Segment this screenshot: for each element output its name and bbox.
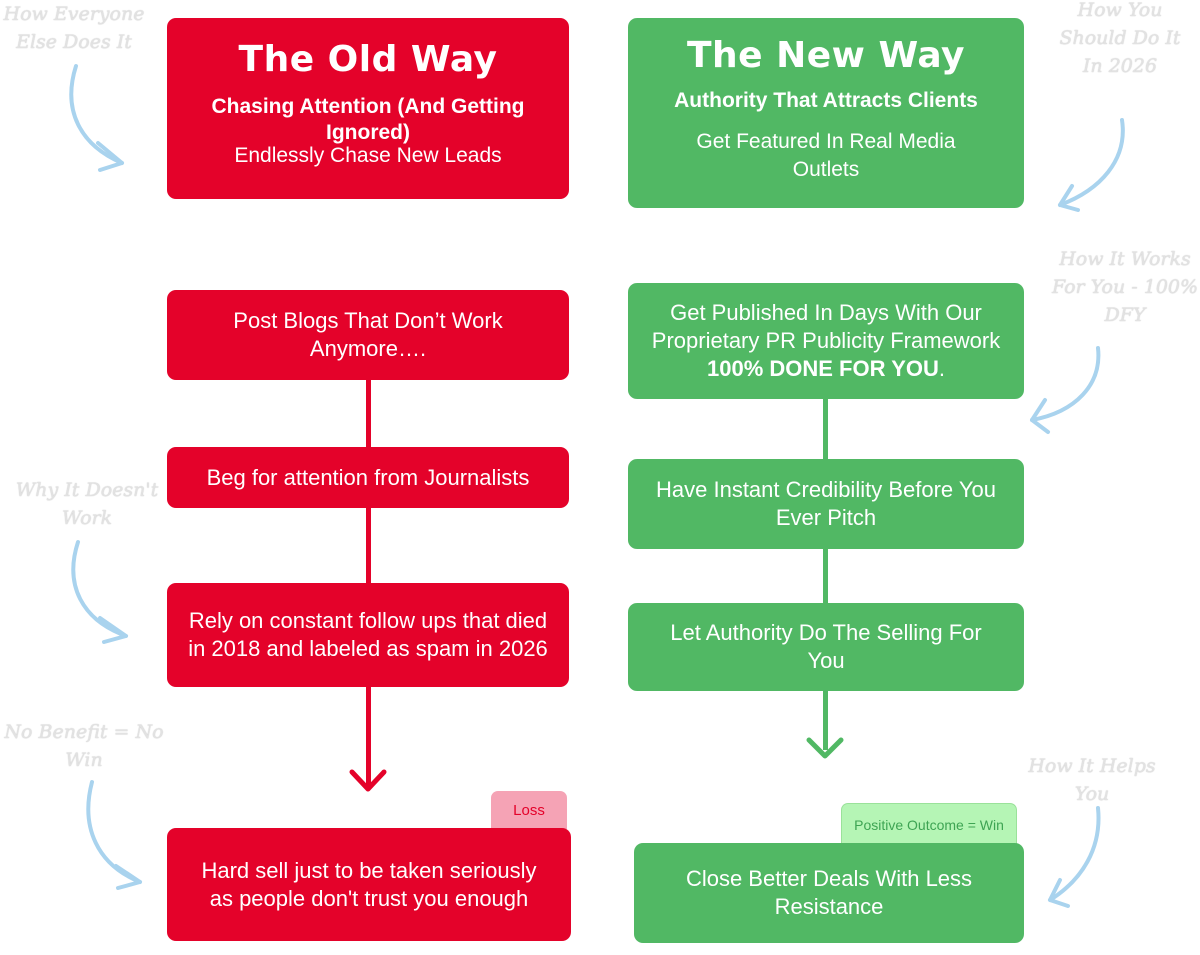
note-why-not: Why It Doesn't Work bbox=[15, 479, 159, 529]
curved-arrow-icon bbox=[1048, 806, 1101, 902]
old-step-1: Post Blogs That Don’t Work Anymore…. bbox=[167, 290, 569, 380]
new-connector-3 bbox=[823, 690, 828, 750]
new-step-1-end: . bbox=[938, 356, 945, 381]
new-step-1-bold: 100% DONE FOR YOU bbox=[706, 356, 939, 381]
new-step-1: Get Published In Days With Our Proprieta… bbox=[628, 283, 1024, 399]
win-tag-label: Positive Outcome = Win bbox=[854, 816, 1004, 833]
new-step-1-plain: Get Published In Days With Our Proprieta… bbox=[651, 300, 1001, 353]
win-tag: Positive Outcome = Win bbox=[841, 803, 1017, 845]
old-step-1-text: Post Blogs That Don’t Work Anymore…. bbox=[233, 308, 503, 361]
new-way-subtitle: Authority That Attracts Clients bbox=[674, 89, 978, 112]
curved-arrow-icon bbox=[96, 141, 124, 172]
curved-arrow-icon bbox=[1030, 346, 1101, 422]
old-step-3-text: Rely on constant follow ups that died in… bbox=[188, 608, 548, 661]
note-how-you: How You Should Do It In 2026 bbox=[1059, 0, 1181, 77]
loss-tag: Loss bbox=[491, 791, 567, 829]
curved-arrow-icon bbox=[69, 64, 124, 165]
loss-tag-label: Loss bbox=[513, 801, 545, 819]
new-step-1-text: Get Published In Days With Our Proprieta… bbox=[646, 299, 1006, 383]
note-no-benefit: No Benefit = No Win bbox=[4, 721, 164, 771]
old-way-title: The Old Way bbox=[238, 39, 498, 80]
curved-arrow-icon bbox=[71, 540, 128, 638]
note-how-works: How It Works For You - 100% DFY bbox=[1051, 248, 1199, 326]
new-outcome-text: Close Better Deals With Less Resistance bbox=[685, 866, 973, 919]
new-step-3: Let Authority Do The Selling For You bbox=[628, 603, 1024, 691]
curved-arrow-icon bbox=[86, 780, 142, 884]
curved-arrow-icon bbox=[1058, 118, 1125, 207]
new-way-tagline: Get Featured In Real Media Outlets bbox=[696, 130, 956, 181]
old-connector-2 bbox=[366, 508, 371, 584]
new-connector-1 bbox=[823, 399, 828, 461]
note-how-helps: How It Helps You bbox=[1028, 755, 1156, 805]
old-step-2: Beg for attention from Journalists bbox=[167, 447, 569, 508]
new-step-2-text: Have Instant Credibility Before You Ever… bbox=[656, 477, 996, 530]
old-step-3: Rely on constant follow ups that died in… bbox=[167, 583, 569, 687]
old-way-subtitle: Chasing Attention (And Getting Ignored) bbox=[211, 95, 525, 144]
curved-arrow-icon bbox=[1048, 878, 1070, 908]
old-outcome-text: Hard sell just to be taken seriously as … bbox=[201, 857, 537, 911]
curved-arrow-icon bbox=[1030, 398, 1050, 434]
new-connector-2 bbox=[823, 549, 828, 604]
new-way-header: The New Way Authority That Attracts Clie… bbox=[628, 18, 1024, 208]
new-step-3-text: Let Authority Do The Selling For You bbox=[670, 620, 982, 673]
old-way-header: The Old Way Chasing Attention (And Getti… bbox=[167, 18, 569, 199]
new-outcome: Close Better Deals With Less Resistance bbox=[634, 843, 1024, 943]
curved-arrow-icon bbox=[1058, 184, 1080, 212]
old-connector-1 bbox=[366, 380, 371, 450]
old-step-2-text: Beg for attention from Journalists bbox=[206, 464, 530, 490]
old-connector-3 bbox=[366, 687, 371, 787]
new-step-2: Have Instant Credibility Before You Ever… bbox=[628, 459, 1024, 549]
note-how-everyone: How Everyone Else Does It bbox=[3, 3, 145, 53]
curved-arrow-icon bbox=[114, 864, 142, 890]
old-outcome: Hard sell just to be taken seriously as … bbox=[167, 828, 571, 941]
new-way-title: The New Way bbox=[686, 35, 966, 76]
old-way-tagline: Endlessly Chase New Leads bbox=[234, 144, 502, 167]
curved-arrow-icon bbox=[98, 616, 128, 644]
old-arrowhead bbox=[349, 769, 387, 792]
new-arrowhead bbox=[806, 737, 844, 759]
